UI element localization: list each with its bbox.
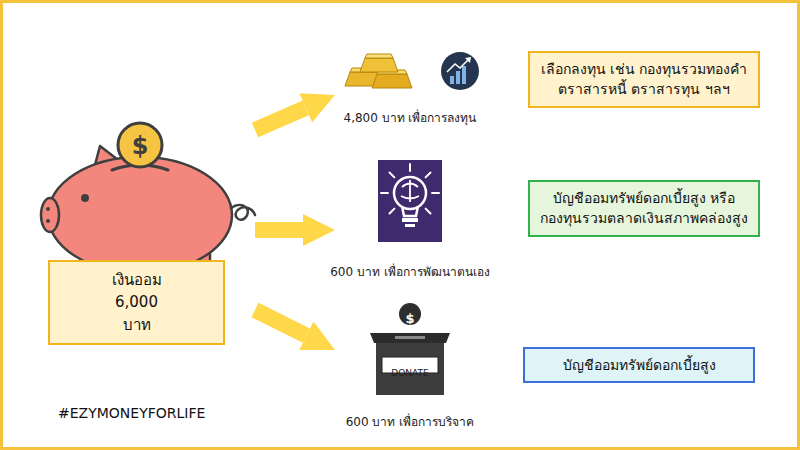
- growth-chart-icon: [450, 76, 454, 84]
- piggy-bank: [48, 157, 232, 273]
- piggy-bank: [118, 123, 162, 167]
- flow-arrow: [255, 222, 303, 238]
- idea-brain-icon: [381, 192, 388, 194]
- idea-brain-icon: [405, 224, 415, 227]
- dollar-sign: $: [405, 312, 414, 325]
- dollar-sign: $: [132, 134, 149, 158]
- piggy-bank: [46, 207, 50, 211]
- idea-brain-icon: [402, 206, 418, 216]
- gold-bars: [372, 74, 412, 88]
- hashtag: #EZYMONEYFORLIFE: [58, 406, 205, 420]
- savings-box: เงินออม 6,000 บาท: [48, 260, 225, 346]
- growth-chart-icon: [441, 52, 479, 90]
- advice-box: บัญชีออมทรัพย์ดอกเบี้ยสูง หรือกองทุนรวมต…: [528, 180, 760, 237]
- box-text: เลือกลงทุน เช่น กองทุนรวมทองคำ ตราสารหนี…: [540, 59, 748, 100]
- allocation-item: 600 บาท เพื่อการพัฒนาตนเอง: [335, 155, 485, 280]
- growth-chart-icon: [456, 71, 460, 84]
- donation-box: [399, 303, 421, 325]
- flow-arrow: [255, 108, 306, 130]
- idea-brain-icon: [432, 192, 439, 194]
- idea-brain-icon: [401, 180, 419, 202]
- idea-brain-icon: [394, 177, 426, 209]
- amount-caption: 4,800 บาท เพื่อการลงทุน: [344, 110, 477, 126]
- allocation-item: 4,800 บาท เพื่อการลงทุน: [335, 38, 485, 126]
- idea-brain-icon: [402, 218, 418, 222]
- growth-chart-icon: [465, 57, 471, 63]
- donation-box: [376, 343, 444, 395]
- idea-brain-icon: [426, 209, 431, 214]
- box-text: บัญชีออมทรัพย์ดอกเบี้ยสูง: [535, 355, 743, 375]
- box-text: บัญชีออมทรัพย์ดอกเบี้ยสูง หรือกองทุนรวมต…: [540, 188, 748, 229]
- advice-box: บัญชีออมทรัพย์ดอกเบี้ยสูง: [523, 347, 755, 383]
- gold-bars: [360, 58, 398, 72]
- box-text: เงินออม 6,000 บาท: [110, 269, 163, 337]
- piggy-bank: [81, 194, 89, 202]
- growth-chart-icon: [462, 66, 466, 84]
- advice-box: เลือกลงทุน เช่น กองทุนรวมทองคำ ตราสารหนี…: [528, 51, 760, 108]
- donation-box: [370, 303, 450, 395]
- amount-caption: 600 บาท เพื่อการพัฒนาตนเอง: [330, 264, 490, 280]
- gold-bars: [345, 54, 412, 88]
- amount-caption: 600 บาท เพื่อการบริจาค: [346, 414, 475, 430]
- gold-bars: [365, 54, 393, 58]
- idea-brain-icon: [409, 164, 411, 171]
- donate-sign: DONATE: [391, 369, 428, 378]
- donation-box: [395, 336, 425, 339]
- donation-box: [370, 333, 450, 343]
- idea-brain-icon: [390, 173, 395, 178]
- flow-arrow: [255, 310, 306, 336]
- piggy-bank: [46, 219, 50, 223]
- piggy-bank: [231, 205, 255, 220]
- idea-brain-icon: [381, 164, 439, 214]
- growth-chart-icon: [441, 52, 479, 90]
- growth-chart-icon: [447, 59, 469, 72]
- idea-brain-icon: [378, 160, 442, 242]
- idea-brain-icon: [426, 173, 431, 178]
- idea-brain-icon: [390, 209, 395, 214]
- idea-brain-icon: [378, 160, 442, 242]
- piggy-bank: [41, 198, 59, 232]
